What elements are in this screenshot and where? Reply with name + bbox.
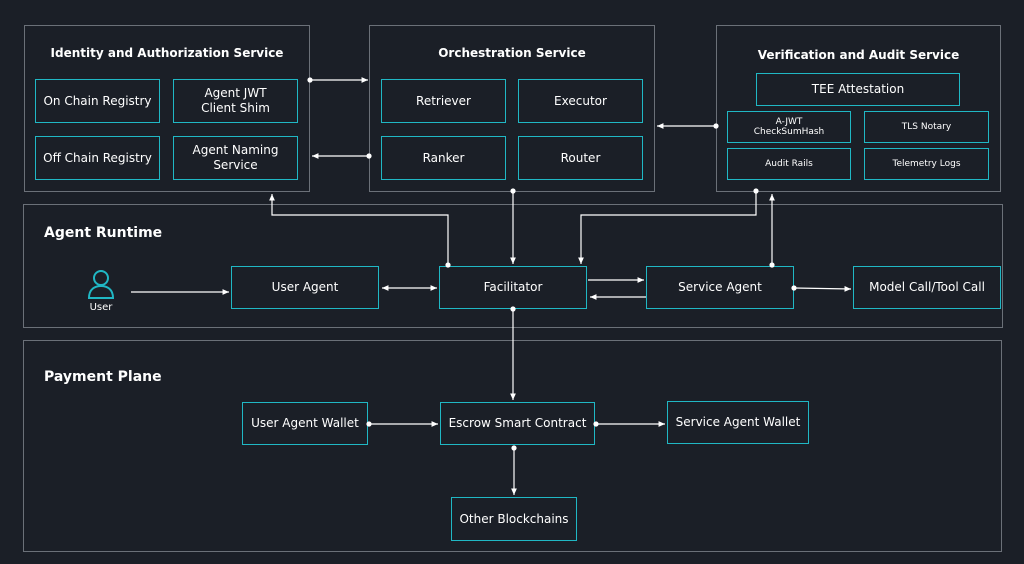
user-agent-label: User Agent (271, 280, 339, 294)
connector-dot (445, 262, 451, 268)
tls-notary-node: TLS Notary (864, 111, 989, 143)
user-agent-wallet-label: User Agent Wallet (251, 416, 359, 430)
router-node: Router (518, 136, 643, 180)
connector-dot (510, 306, 516, 312)
user-agent-wallet-node: User Agent Wallet (242, 402, 368, 445)
connector-dot (593, 421, 599, 427)
off-chain-registry-node: Off Chain Registry (35, 136, 160, 180)
executor-label: Executor (554, 93, 607, 108)
audit-rails-label: Audit Rails (765, 159, 813, 169)
user-actor: User (78, 268, 124, 313)
executor-node: Executor (518, 79, 643, 123)
user-icon (87, 270, 115, 299)
connector-dot (366, 153, 372, 159)
connector-dot (511, 445, 517, 451)
audit-rails-node: Audit Rails (727, 148, 851, 180)
connector-dot (713, 123, 719, 129)
a-jwt-checksumhash-label: A-JWT CheckSumHash (753, 117, 825, 137)
escrow-smart-contract-node: Escrow Smart Contract (440, 402, 595, 445)
service-agent-to-model-call-connector (793, 286, 852, 292)
telemetry-logs-node: Telemetry Logs (864, 148, 989, 180)
other-blockchains-node: Other Blockchains (451, 497, 577, 541)
retriever-node: Retriever (381, 79, 506, 123)
verification-service-title: Verification and Audit Service (757, 48, 960, 62)
tee-attestation-label: TEE Attestation (811, 82, 905, 96)
facilitator-to-identity-connector (269, 194, 449, 265)
agent-naming-service-node: Agent Naming Service (173, 136, 298, 180)
off-chain-registry-label: Off Chain Registry (43, 150, 152, 165)
connector-dot (791, 285, 797, 291)
model-call-tool-call-node: Model Call/Tool Call (853, 266, 1001, 309)
verification-service-region: Verification and Audit Service (716, 25, 1001, 192)
agent-jwt-client-shim-label: Agent JWT Client Shim (201, 86, 270, 115)
agent-jwt-client-shim-node: Agent JWT Client Shim (173, 79, 298, 123)
service-agent-wallet-node: Service Agent Wallet (667, 401, 809, 444)
identity-service-region: Identity and Authorization Service (24, 25, 310, 192)
user-label: User (89, 302, 113, 313)
agent-runtime-title: Agent Runtime (44, 225, 163, 241)
service-agent-label: Service Agent (678, 280, 762, 294)
ranker-node: Ranker (381, 136, 506, 180)
on-chain-registry-node: On Chain Registry (35, 79, 160, 123)
model-call-tool-call-label: Model Call/Tool Call (869, 280, 985, 294)
user-agent-node: User Agent (231, 266, 379, 309)
escrow-smart-contract-label: Escrow Smart Contract (448, 416, 587, 430)
router-label: Router (560, 150, 601, 165)
tls-notary-label: TLS Notary (901, 122, 952, 132)
connector-dot (769, 262, 775, 268)
orchestration-service-title: Orchestration Service (438, 46, 586, 60)
service-agent-wallet-label: Service Agent Wallet (675, 415, 801, 429)
retriever-label: Retriever (416, 93, 471, 108)
a-jwt-checksumhash-node: A-JWT CheckSumHash (727, 111, 851, 143)
payment-plane-title: Payment Plane (44, 369, 162, 385)
tee-attestation-node: TEE Attestation (756, 73, 960, 106)
identity-service-title: Identity and Authorization Service (50, 46, 284, 60)
facilitator-label: Facilitator (483, 280, 543, 294)
on-chain-registry-label: On Chain Registry (43, 93, 152, 108)
other-blockchains-label: Other Blockchains (459, 511, 569, 526)
agent-naming-service-label: Agent Naming Service (192, 143, 279, 172)
connector-dot (366, 421, 372, 427)
service-agent-node: Service Agent (646, 266, 794, 309)
connector-dot (753, 188, 759, 194)
telemetry-logs-label: Telemetry Logs (892, 159, 961, 169)
ranker-label: Ranker (422, 150, 465, 165)
facilitator-node: Facilitator (439, 266, 587, 309)
connector-dot (307, 77, 313, 83)
verification-to-facilitator-connector (578, 191, 757, 264)
connector-dot (510, 188, 516, 194)
